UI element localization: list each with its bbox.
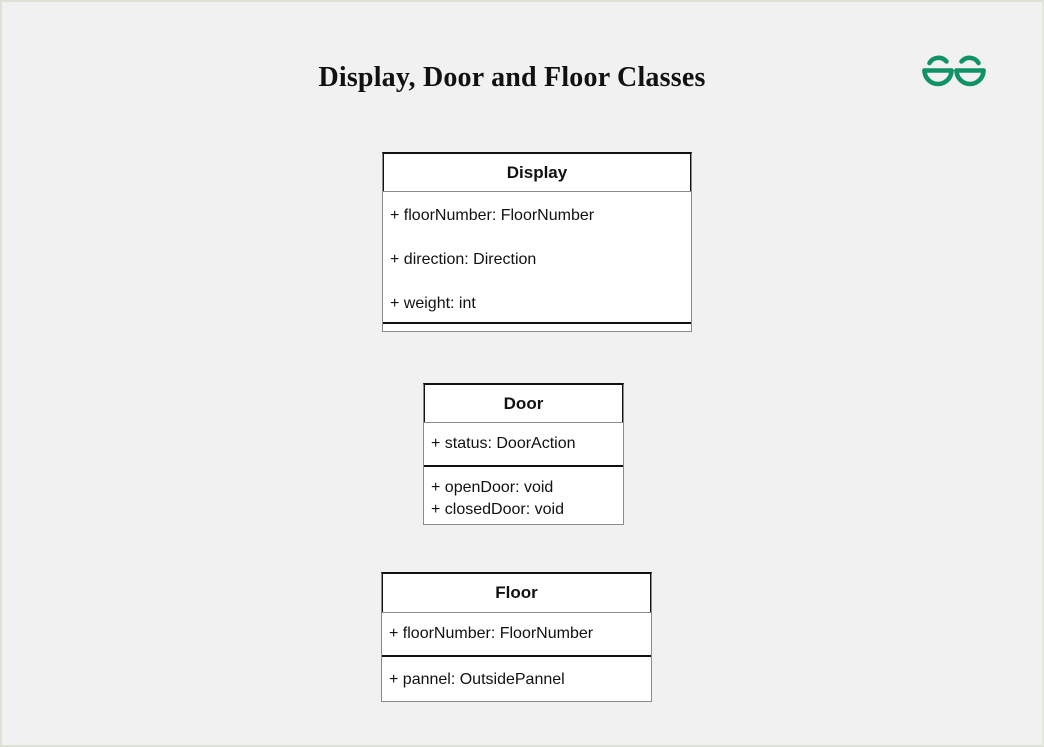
attributes-compartment-display: + floorNumber: FloorNumber + direction: …	[383, 192, 691, 322]
class-name-display: Display	[383, 154, 691, 192]
class-name-floor: Floor	[382, 574, 651, 613]
attributes-compartment-floor: + floorNumber: FloorNumber	[382, 613, 651, 655]
attribute-row: + direction: Direction	[390, 251, 537, 268]
uml-class-door: Door + status: DoorAction + openDoor: vo…	[423, 383, 624, 525]
class-name-door: Door	[424, 385, 623, 423]
method-row: + openDoor: void	[431, 479, 554, 496]
attributes-compartment-door: + status: DoorAction	[424, 423, 623, 465]
method-row: + closedDoor: void	[431, 501, 564, 518]
attribute-row: + weight: int	[390, 295, 476, 312]
gfg-logo-icon	[922, 55, 986, 87]
attribute-row: + floorNumber: FloorNumber	[390, 207, 595, 224]
methods-compartment-floor: + pannel: OutsidePannel	[382, 655, 651, 702]
method-row: + pannel: OutsidePannel	[389, 671, 565, 688]
attribute-row: + status: DoorAction	[431, 435, 576, 452]
methods-compartment-display	[383, 322, 691, 330]
page-title: Display, Door and Floor Classes	[318, 62, 706, 93]
methods-compartment-door: + openDoor: void + closedDoor: void	[424, 465, 623, 521]
uml-class-display: Display + floorNumber: FloorNumber + dir…	[382, 152, 692, 332]
uml-class-floor: Floor + floorNumber: FloorNumber + panne…	[381, 572, 652, 702]
attribute-row: + floorNumber: FloorNumber	[389, 625, 594, 642]
geeksforgeeks-logo	[922, 52, 986, 90]
